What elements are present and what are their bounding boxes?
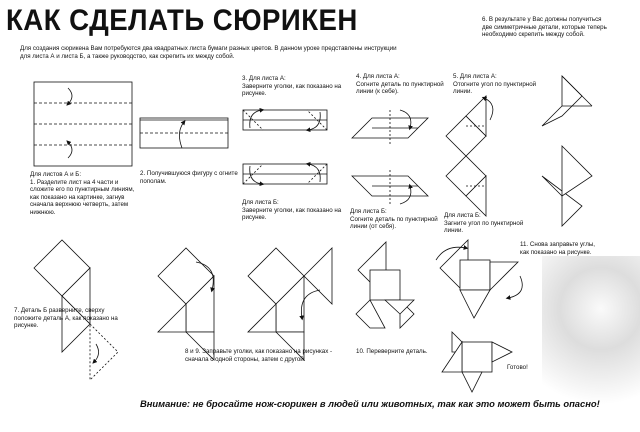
step-3a-figure: [242, 107, 328, 133]
step-1-figure: [33, 81, 133, 167]
done-label: Готово!: [507, 364, 528, 371]
step-2-text: 2. Получившуюся фигуру с огните пополам.: [140, 170, 238, 185]
step-3b-figure: [242, 161, 328, 187]
step-5b-text: Для листа Б: Загните угол по пунктирной …: [444, 212, 524, 235]
step-6-text: 6. В результате у Вас должны получиться …: [482, 16, 607, 39]
step-4a-figure: [351, 109, 429, 146]
step-8-figure: [157, 247, 215, 361]
step-3a-text: 3. Для листа А: Заверните уголки, как по…: [242, 75, 342, 98]
step-7-text: 7. Деталь Б разверните, сверху положите …: [14, 307, 118, 330]
step-5a-figure: [445, 95, 494, 157]
step-2-figure: [139, 117, 229, 149]
step-4b-figure: [351, 170, 429, 205]
page-title: КАК СДЕЛАТЬ СЮРИКЕН: [6, 4, 358, 37]
step-8-9-text: 8 и 9. Заправьте уголки, как показано на…: [185, 348, 333, 363]
step-9-figure: [247, 247, 333, 361]
step-5a-text: 5. Для листа А: Отогните угол по пунктир…: [453, 73, 537, 96]
step-1-text: Для листов А и Б: 1. Разделите лист на 4…: [30, 171, 135, 216]
step-5b-figure: [445, 155, 487, 217]
step-4b-text: Для листа Б: Согните деталь по пунктирно…: [350, 208, 438, 231]
warning-text: Внимание: не бросайте нож-сюрикен в люде…: [140, 398, 600, 409]
step-3b-text: Для листа Б: Заверните уголки, как показ…: [242, 199, 342, 222]
step-7-figure: [33, 239, 119, 381]
shuriken-photo: [542, 256, 640, 432]
intro-text: Для создания сюрикена Вам потребуются дв…: [20, 45, 397, 60]
step-11-figure: [435, 239, 523, 319]
step-10-text: 10. Переверните деталь.: [356, 348, 428, 355]
step-6-figure: [541, 75, 593, 227]
step-11-text: 11. Снова заправьте углы, как показано н…: [520, 241, 596, 256]
step-4a-text: 4. Для листа А: Согните деталь по пункти…: [356, 73, 444, 96]
final-shuriken-figure: [441, 331, 513, 393]
step-10-figure: [355, 241, 415, 329]
